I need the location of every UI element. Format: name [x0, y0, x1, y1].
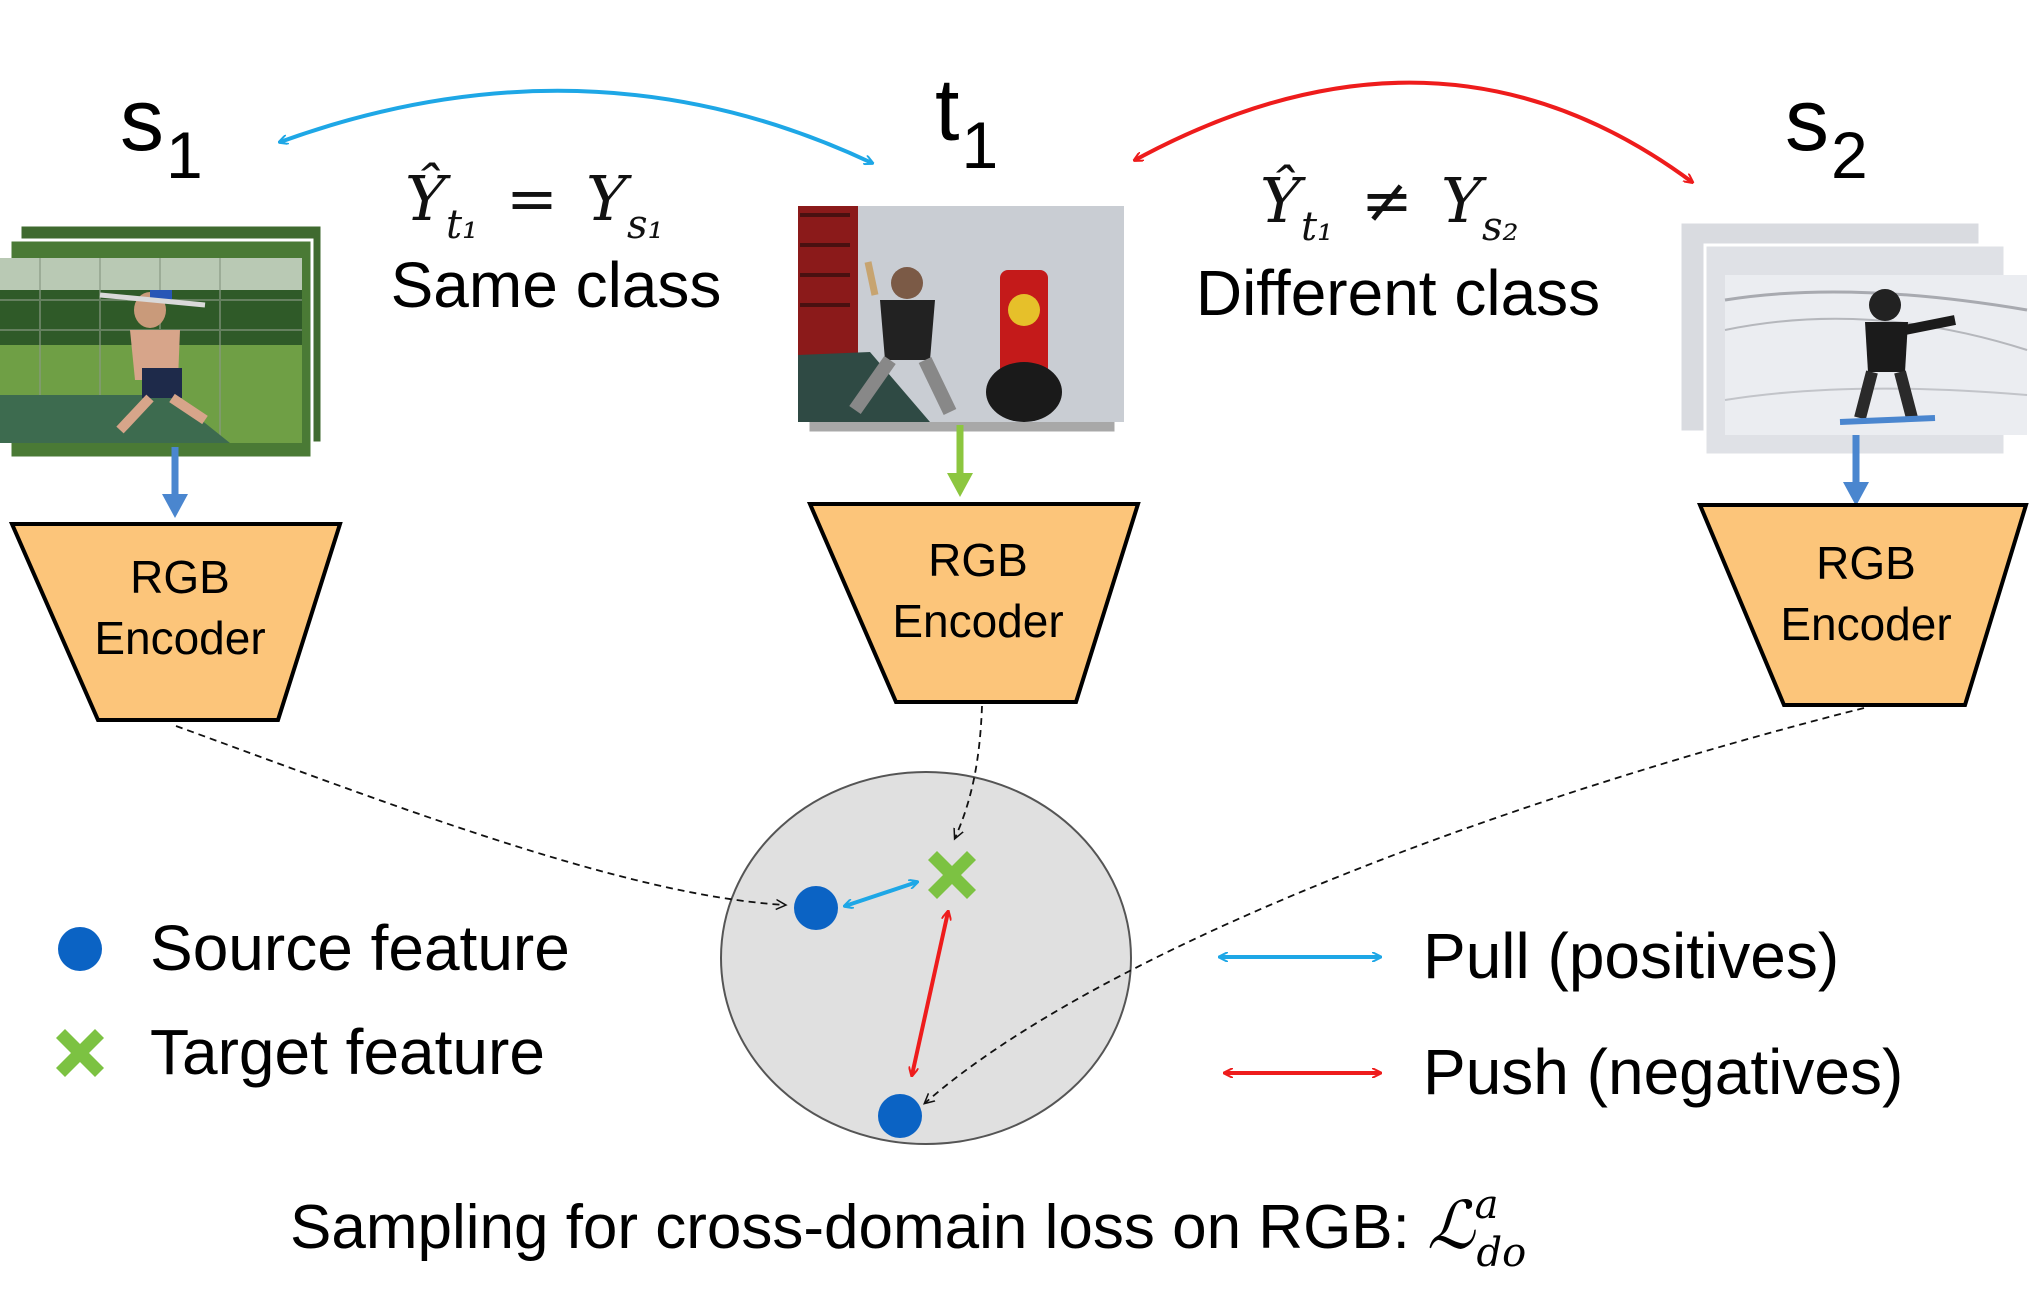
svg-text:Ŷt₁≠Ys₂: Ŷt₁≠Ys₂	[1260, 164, 1519, 250]
svg-text:Source feature: Source feature	[150, 912, 570, 984]
t1-input-arrow	[947, 425, 973, 497]
push-relation-arrow	[1135, 80, 1692, 182]
source-feature-point-negative	[878, 1094, 922, 1138]
t1-video-frames	[798, 203, 1125, 435]
different-class-equation: Ŷt₁≠Ys₂	[1260, 164, 1519, 250]
svg-text:Target feature: Target feature	[150, 1016, 545, 1088]
svg-text:RGB: RGB	[1816, 537, 1916, 589]
target-feature-point	[928, 851, 976, 899]
svg-text:Encoder: Encoder	[892, 595, 1063, 647]
s1-input-arrow	[162, 447, 188, 518]
domain-label-t1: t1	[935, 60, 998, 182]
legend: Source feature Target feature Pull (posi…	[56, 912, 1903, 1108]
svg-text:Pull (positives): Pull (positives)	[1423, 920, 1839, 992]
pull-relation-arrow	[280, 88, 872, 163]
source-feature-point-positive	[794, 886, 838, 930]
feature-space	[720, 771, 1132, 1145]
t1-feature-mapping-line	[955, 705, 983, 838]
s2-feature-mapping-line	[925, 707, 1865, 1103]
svg-text:Ŷt₁=Ys₁: Ŷt₁=Ys₁	[405, 162, 664, 248]
svg-text:Encoder: Encoder	[94, 612, 265, 664]
different-class-label: Different class	[1196, 257, 1600, 329]
legend-source-feature: Source feature	[58, 912, 570, 984]
svg-text:Sampling for cross-domain loss: Sampling for cross-domain loss on RGB: ℒ…	[290, 1182, 1526, 1276]
t1-rgb-encoder: RGB Encoder	[806, 502, 1141, 704]
push-arrow-in-space	[912, 912, 948, 1075]
legend-pull: Pull (positives)	[1220, 920, 1839, 992]
s2-video-frames	[1678, 220, 2028, 457]
svg-text:t1: t1	[935, 60, 998, 182]
svg-text:RGB: RGB	[130, 551, 230, 603]
s1-video-frames	[0, 223, 324, 460]
svg-text:s2: s2	[1785, 70, 1868, 192]
svg-text:RGB: RGB	[928, 534, 1028, 586]
s1-feature-mapping-line	[175, 725, 785, 905]
s1-rgb-encoder: RGB Encoder	[8, 522, 343, 722]
same-class-equation: Ŷt₁=Ys₁	[405, 162, 664, 248]
legend-push: Push (negatives)	[1225, 1036, 1903, 1108]
svg-text:Push (negatives): Push (negatives)	[1423, 1036, 1903, 1108]
s2-rgb-encoder: RGB Encoder	[1696, 503, 2029, 707]
pull-arrow-in-space	[845, 882, 917, 906]
domain-label-s1: s1	[120, 70, 203, 192]
domain-label-s2: s2	[1785, 70, 1868, 192]
svg-text:s1: s1	[120, 70, 203, 192]
legend-target-feature: Target feature	[56, 1016, 545, 1088]
s2-input-arrow	[1843, 435, 1869, 506]
svg-text:Encoder: Encoder	[1780, 598, 1951, 650]
same-class-label: Same class	[391, 249, 722, 321]
caption: Sampling for cross-domain loss on RGB: ℒ…	[290, 1182, 1526, 1276]
